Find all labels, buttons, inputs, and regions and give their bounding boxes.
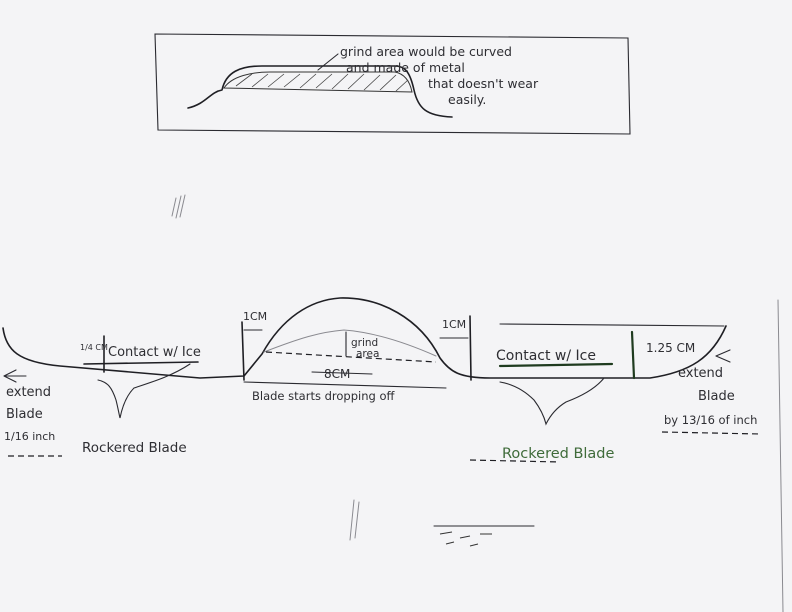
left-extend-line1: extend [6,385,51,400]
right-extend-line2: Blade [698,389,735,404]
right-rocker-underline [469,459,561,463]
right-gap-label: 1CM [442,318,466,331]
left-contact-label: Contact w/ Ice [108,345,201,360]
grind-label-line2: area [356,348,379,360]
inset-note-line3: that doesn't wear [428,76,539,91]
left-contact-dimension [83,361,199,365]
inset-box: grind area would be curved and made of m… [154,33,631,135]
right-extend-underline [661,431,761,435]
grind-width-label: 8CM [324,367,350,381]
left-height-label: 1/4 CM [80,343,108,352]
grind-area-curve [263,329,437,357]
center-left-post [241,321,245,381]
left-extend-line3: 1/16 inch [4,430,55,443]
left-rocker-curve [97,363,191,419]
bottom-doodle [433,525,535,547]
inset-border [154,33,631,135]
blade-diagram: 1CM 1CM grind area 8CM Blade starts drop… [2,297,761,463]
drop-off-bracket [243,381,447,389]
center-right-post [469,315,472,381]
right-rockered-label: Rockered Blade [502,446,615,462]
left-extend-arrow [3,369,27,383]
right-height-label: 1.25 CM [646,341,695,355]
left-extend-line2: Blade [6,407,43,422]
blade-profile [2,297,727,379]
right-extend-arrow [715,349,731,363]
right-extend-line1: extend [678,366,723,381]
right-contact-dimension [498,362,614,368]
inset-note-line2: and made of metal [346,60,465,75]
right-top-reference [499,323,725,327]
paper-edge-line [777,299,784,612]
drop-off-label: Blade starts dropping off [252,389,395,403]
inset-blade-profile [187,65,453,118]
grind-width-arrow [311,371,373,375]
right-contact-label: Contact w/ Ice [496,348,596,364]
left-rockered-label: Rockered Blade [82,440,187,456]
left-gap-label: 1CM [243,310,267,323]
inset-leader-line [317,53,339,71]
inset-grind-hatching [235,73,409,92]
inset-grind-area [223,71,413,93]
inset-note-line1: grind area would be curved [340,44,512,59]
grind-width-dimension [265,351,437,363]
stray-pencil-marks [171,194,360,541]
right-height-dimension [630,330,636,380]
right-rocker-curve [499,377,605,426]
right-extend-line3: by 13/16 of inch [664,413,757,427]
inset-note-line4: easily. [448,92,486,107]
grind-label-line1: grind [351,337,378,349]
